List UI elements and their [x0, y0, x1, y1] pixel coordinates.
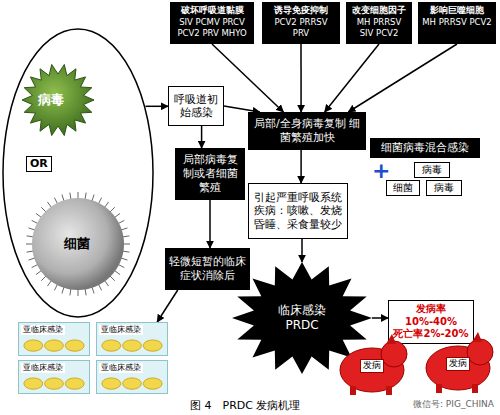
node-text: 临床感染 — [278, 303, 326, 318]
factor-box: 改变细胞因子MH PRRSV SIV PCV2 — [346, 2, 412, 44]
connector — [372, 317, 388, 319]
ell-illustration — [2, 28, 154, 318]
process-box: 呼吸道初始感染 — [168, 86, 224, 126]
process-box: 轻微短暂的临床症状消除后 — [165, 248, 250, 290]
node-text: 发病 — [446, 357, 470, 370]
pig-picture — [45, 378, 64, 389]
pig-picture — [24, 378, 43, 389]
sick-pig: 发病 — [422, 334, 494, 394]
node-text: MH PRRSV SIV PCV2 — [349, 17, 409, 38]
node-text: 亚临床感染 — [99, 363, 143, 373]
stat-box: 发病率10%-40%死亡率2%-20% — [388, 300, 474, 344]
bacteria-picture — [32, 198, 124, 290]
caption: 图 4 PRDC 发病机理 — [190, 398, 300, 413]
node-text: 破坏呼吸道黏膜 — [181, 5, 244, 16]
plus-sign: + — [372, 158, 390, 183]
node-text: PRDC — [285, 318, 318, 333]
connector — [300, 44, 302, 112]
item-box: 细菌 — [386, 180, 420, 196]
node-text: 轻微短暂的临床症状消除后 — [169, 255, 246, 283]
pig-leg — [472, 384, 478, 393]
pig-picture — [65, 378, 84, 389]
pig-leg — [436, 384, 442, 393]
pig-picture — [123, 378, 142, 389]
pig-head — [467, 339, 493, 365]
connector — [201, 126, 203, 148]
watermark: 微信号: PIG_CHINA — [413, 398, 494, 411]
node-text: 细菌 — [393, 182, 413, 194]
subclinical-picture: 亚临床感染 — [96, 322, 168, 356]
connector — [209, 200, 211, 248]
process-box: 局部/全身病毒复制 细菌繁殖加快 — [248, 112, 366, 150]
node-text: 细菌 — [64, 236, 90, 252]
node-text: 死亡率2%-20% — [393, 328, 468, 341]
connector — [301, 239, 303, 262]
pig-picture — [123, 340, 142, 351]
pig-picture — [143, 340, 162, 351]
factor-box: 破坏呼吸道黏膜SIV PCMV PRCV PCV2 PRV MHYO — [170, 2, 254, 44]
pig-ear — [386, 334, 396, 344]
node-text: 发病 — [360, 359, 384, 372]
node-text: OR — [26, 156, 52, 172]
node-text: 影响巨噬细胞 — [430, 5, 484, 16]
subclinical-picture: 亚临床感染 — [96, 360, 168, 394]
process-box: 局部病毒复制或者细菌繁殖 — [175, 148, 245, 200]
node-text: MH PRRSV PCV2 — [422, 17, 492, 28]
connector — [157, 290, 178, 322]
node-text: 亚临床感染 — [21, 363, 65, 373]
factor-box: 诱导免疫抑制PCV2 PRRSV PRV — [262, 2, 340, 44]
node-text: 发病率10%-40% — [392, 303, 470, 328]
pig-picture — [143, 378, 162, 389]
item-box: 病毒 — [414, 162, 450, 178]
node-text: 亚临床感染 — [99, 325, 143, 335]
node-text: 局部病毒复制或者细菌繁殖 — [179, 153, 241, 194]
ellipse-outline — [3, 29, 153, 317]
subclinical-picture: 亚临床感染 — [18, 322, 90, 356]
node-text: 引起严重呼吸系统疾病：咳嗽、发烧 昏睡、采食量较少 — [253, 191, 343, 230]
pig-head — [381, 341, 407, 367]
pig-picture — [45, 340, 64, 351]
sick-pig: 发病 — [336, 336, 408, 396]
process-box: 细菌病毒混合感染 — [370, 138, 480, 158]
node-text: 病毒 — [434, 182, 454, 194]
node-text: 诱导免疫抑制 — [274, 5, 328, 16]
pig-leg — [350, 386, 356, 395]
pig-ear — [472, 332, 482, 342]
pathogen-ellipse: 病毒 OR 细菌 — [2, 28, 154, 318]
node-text: 细菌病毒混合感染 — [381, 141, 469, 155]
pig-picture — [24, 340, 43, 351]
node-text: 局部/全身病毒复制 细菌繁殖加快 — [252, 117, 362, 145]
process-box: 引起严重呼吸系统疾病：咳嗽、发烧 昏睡、采食量较少 — [248, 183, 348, 239]
node-text: 病毒 — [422, 164, 442, 176]
subclinical-picture: 亚临床感染 — [18, 360, 90, 394]
virus-picture — [22, 65, 94, 136]
pig-picture — [102, 378, 121, 389]
node-text: 改变细胞因子 — [352, 5, 406, 16]
pig-picture — [65, 340, 84, 351]
pig-picture — [102, 340, 121, 351]
node-text: 亚临床感染 — [21, 325, 65, 335]
connector — [300, 150, 302, 183]
connector — [325, 44, 379, 112]
node-text: 呼吸道初始感染 — [173, 93, 219, 119]
connector — [145, 106, 168, 108]
node-text: PCV2 PRRSV PRV — [265, 17, 337, 38]
connector — [348, 44, 457, 112]
pig-leg — [386, 386, 392, 395]
item-box: 病毒 — [426, 180, 462, 196]
factor-box: 影响巨噬细胞MH PRRSV PCV2 — [418, 2, 496, 44]
node-text: SIV PCMV PRCV PCV2 PRV MHYO — [173, 17, 251, 38]
node-text: 病毒 — [38, 92, 64, 108]
